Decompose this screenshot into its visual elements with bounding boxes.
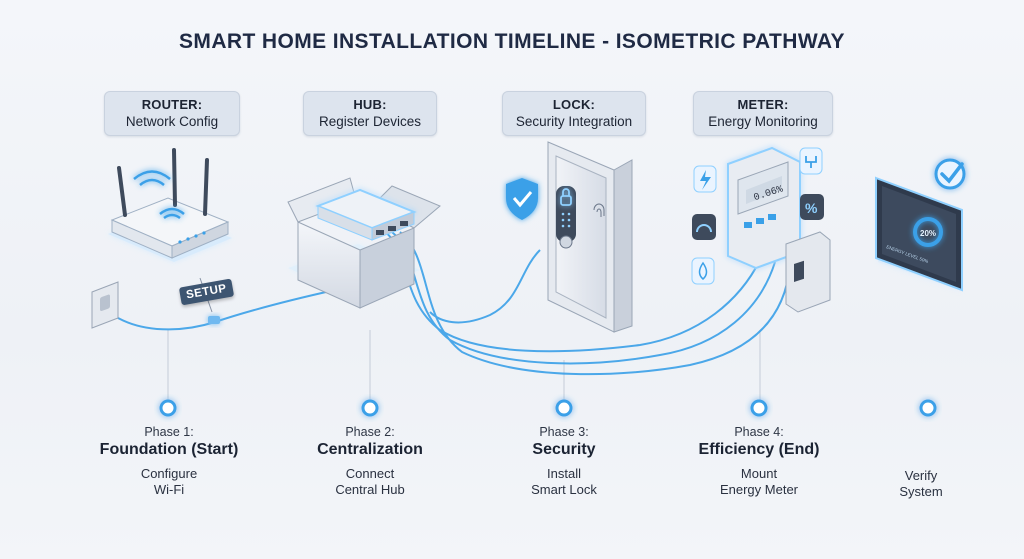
timeline-node-5: [919, 399, 937, 417]
phase-1-desc-line2: Wi-Fi: [153, 482, 185, 497]
energy-meter-icon: 0.06%: [727, 146, 831, 313]
router-callout: ROUTER: Network Config: [104, 91, 240, 136]
plug-icon: [799, 147, 823, 175]
phase-1: Phase 1: Foundation (Start) Configure Wi…: [69, 425, 269, 498]
meter-callout-text: Energy Monitoring: [708, 114, 818, 129]
phase-4-desc-line1: Mount: [740, 466, 778, 481]
phase-2-desc: Connect Central Hub: [270, 466, 470, 498]
shield-check-icon: [506, 178, 538, 220]
svg-text:%: %: [805, 200, 818, 216]
phase-3-title: Security: [532, 441, 596, 458]
page-title: SMART HOME INSTALLATION TIMELINE - ISOME…: [179, 30, 845, 53]
phase-2-desc-line2: Central Hub: [335, 482, 405, 497]
phase-4-title: Efficiency (End): [698, 441, 820, 458]
phase-3-desc: Install Smart Lock: [464, 466, 664, 498]
phase-2-title: Centralization: [317, 441, 423, 458]
phase-3-desc-line2: Smart Lock: [531, 482, 597, 497]
lock-callout: LOCK: Security Integration: [502, 91, 646, 136]
phase-4: Phase 4: Efficiency (End) Mount Energy M…: [659, 425, 859, 498]
lightning-icon: [693, 165, 717, 193]
phase-4-desc-line2: Energy Meter: [719, 482, 799, 497]
cable-clip-icon: [208, 316, 220, 324]
timeline-node-1: [159, 399, 177, 417]
phase-3-desc-line1: Install: [547, 466, 581, 481]
water-drop-icon: [691, 257, 715, 285]
hub-callout-head: HUB:: [353, 97, 387, 112]
timeline-nodes: [159, 399, 937, 417]
phase-5-desc: Verify System: [821, 468, 1021, 500]
hub-box-icon: [287, 177, 441, 309]
timeline-node-3: [555, 399, 573, 417]
smart-lock-door-icon: [547, 141, 633, 333]
phase-5-desc-line2: System: [899, 484, 943, 499]
gauge-icon: [692, 214, 716, 240]
phase-2-number: Phase 2:: [345, 425, 395, 439]
phase-1-title: Foundation (Start): [99, 441, 239, 458]
tablet-dashboard-icon: 20% ENERGY LEVEL 50%: [875, 176, 963, 292]
phase-1-number: Phase 1:: [144, 425, 194, 439]
phase-5-desc-line1: Verify: [904, 468, 938, 483]
phase-1-desc-line1: Configure: [140, 466, 198, 481]
percent-icon: %: [800, 194, 824, 220]
cable-bundle: [117, 231, 791, 376]
phase-2: Phase 2: Centralization Connect Central …: [270, 425, 470, 498]
phase-2-desc-line1: Connect: [345, 466, 395, 481]
timeline-node-4: [750, 399, 768, 417]
meter-callout: METER: Energy Monitoring: [693, 91, 833, 136]
router-icon: [108, 148, 232, 262]
timeline-node-2: [361, 399, 379, 417]
phase-3: Phase 3: Security Install Smart Lock: [464, 425, 664, 498]
phase-1-desc: Configure Wi-Fi: [69, 466, 269, 498]
phase-5: Verify System: [821, 468, 1021, 500]
lock-callout-text: Security Integration: [515, 114, 633, 129]
phase-4-number: Phase 4:: [734, 425, 784, 439]
hub-callout-text: Register Devices: [318, 114, 422, 129]
lock-callout-head: LOCK:: [552, 97, 596, 112]
phase-4-desc: Mount Energy Meter: [659, 466, 859, 498]
power-outlet-icon: [91, 281, 119, 329]
tablet-display: 20%: [920, 229, 936, 238]
meter-callout-head: METER:: [737, 97, 789, 112]
hub-callout: HUB: Register Devices: [303, 91, 437, 136]
router-callout-text: Network Config: [125, 114, 219, 129]
router-callout-head: ROUTER:: [141, 97, 203, 112]
phase-3-number: Phase 3:: [539, 425, 589, 439]
checkmark-badge-icon: [934, 158, 966, 190]
